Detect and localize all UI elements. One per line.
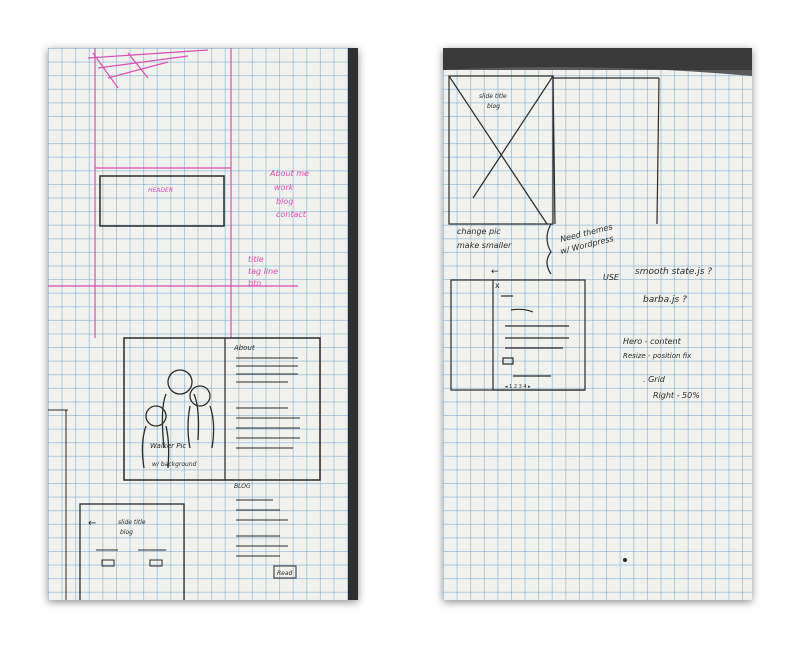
note-change-pic: change pic [457,227,501,236]
pink-note-7: btn [248,279,261,288]
read-button-sketch [273,565,297,579]
blog-lines [236,499,288,557]
side-card-sketch [79,503,185,600]
pink-note-5: title [248,255,264,264]
mobile-wireframe [450,279,586,391]
side-card-arrow: ← [88,518,96,529]
pink-note-1: About me [269,169,309,178]
people-sketch [141,369,215,469]
side-card-text-2: blog [120,529,133,536]
pink-note-3: blog [276,197,293,206]
hero-caption-2: blog [487,103,500,110]
use-label: USE [603,273,620,282]
ink-dot [623,558,627,562]
header-box-label: HEADER [148,187,173,194]
grid-paper [48,48,358,600]
lib-barba: barba.js ? [643,295,687,305]
pink-note-6: tag line [248,267,278,276]
hero-note: Hero - content [623,337,682,346]
blog-label: BLOG [234,483,251,490]
about-label: About [233,344,255,352]
read-button-label: Read [277,570,293,577]
notebook-top-edge [443,48,752,70]
pink-note-4: contact [276,210,307,219]
hero-note-2: Resize - position fix [623,352,692,360]
header-box [99,175,225,227]
note-make-smaller: make smaller [457,241,512,250]
close-x: x [495,281,500,290]
hero-wireframe [448,75,660,225]
right-sketch: slide title blog change pic make smaller… [443,48,752,562]
brace [546,223,552,275]
side-card-text-1: slide title [118,519,146,526]
grid-note: . Grid [643,375,666,384]
left-notebook-photo: HEADER About me work blog contact title … [48,48,358,600]
right-notebook-photo: slide title blog change pic make smaller… [443,48,752,600]
back-arrow: ← [491,267,499,277]
about-text-lines [236,357,300,449]
about-sublabel: w/ background [152,461,197,468]
grid-note-2: Right - 50% [653,391,700,400]
notebook-edge [348,48,358,600]
hero-caption-1: slide title [479,93,507,100]
pink-wireframe [48,48,298,338]
card-pager: ◂ 1 2 3 4 ▸ [505,384,531,390]
about-caption: Walker Pic [150,442,186,450]
grid-paper [443,48,752,600]
pink-note-2: work [274,183,294,192]
lib-smoothstate: smooth state.js ? [635,267,712,277]
about-box [123,337,321,481]
left-sketch: HEADER About me work blog contact title … [48,48,358,600]
